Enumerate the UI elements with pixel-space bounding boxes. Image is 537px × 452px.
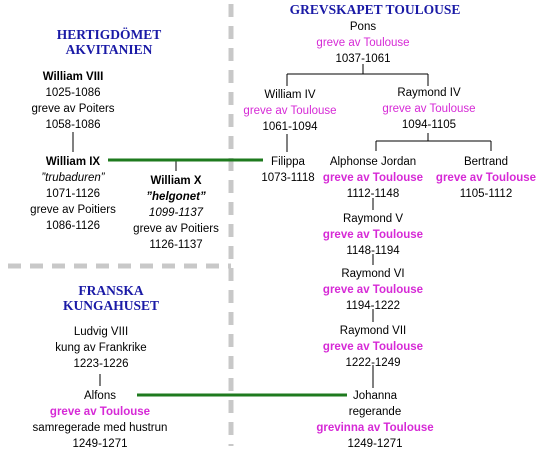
header-aquitaine: HERTIGDÖMET AKVITANIEN <box>56 27 162 57</box>
person-william-iv: William IV greve av Toulouse 1061-1094 <box>243 89 337 133</box>
person-raymond-iv: Raymond IV greve av Toulouse 1094-1105 <box>382 87 476 131</box>
person-william-ix: William IX ”trubaduren” 1071-1126 greve … <box>30 156 116 232</box>
person-william-viii: William VIII 1025-1086 greve av Poiters … <box>31 71 115 131</box>
person-pons: Pons greve av Toulouse 1037-1061 <box>316 21 410 65</box>
person-alphonse-jordan: Alphonse Jordan greve av Toulouse 1112-1… <box>322 156 424 200</box>
person-raymond-v: Raymond V greve av Toulouse 1148-1194 <box>322 213 424 257</box>
person-william-x: William X ”helgonet” 1099-1137 greve av … <box>133 175 219 251</box>
person-raymond-vii: Raymond VII greve av Toulouse 1222-1249 <box>322 325 424 369</box>
header-toulouse: GREVSKAPET TOULOUSE <box>289 2 461 17</box>
descent-lines <box>72 64 492 388</box>
person-bertrand: Bertrand greve av Toulouse 1105-1112 <box>435 156 537 200</box>
person-ludvig-viii: Ludvig VIII kung av Frankrike 1223-1226 <box>55 326 147 370</box>
person-raymond-vi: Raymond VI greve av Toulouse 1194-1222 <box>322 268 424 312</box>
person-johanna: Johanna regerande grevinna av Toulouse 1… <box>316 390 434 450</box>
person-alfons: Alfons greve av Toulouse samregerade med… <box>32 390 168 450</box>
header-france: FRANSKA KUNGAHUSET <box>62 283 160 313</box>
person-filippa: Filippa 1073-1118 <box>261 156 315 184</box>
